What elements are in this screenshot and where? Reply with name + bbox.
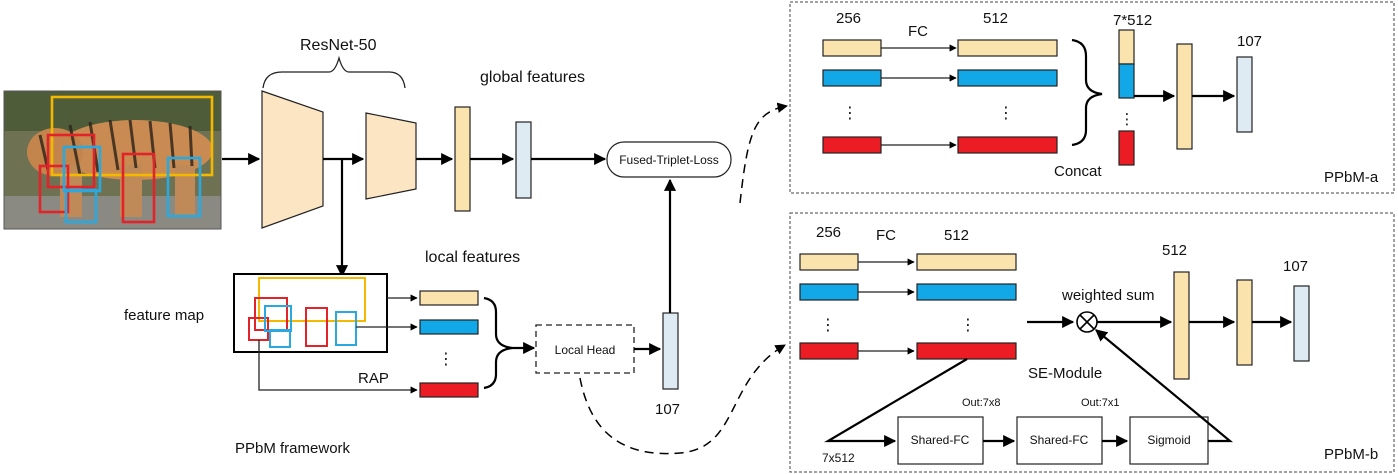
svg-text:⋮: ⋮ [842, 105, 858, 122]
ppbm-b-fc-label: FC [876, 227, 896, 244]
svg-text:Shared-FC: Shared-FC [1030, 433, 1089, 447]
ppbm-a-output-vector [1236, 56, 1253, 133]
ppbm-a-concat-label: Concat [1054, 163, 1102, 180]
fused-triplet-loss-label: Fused-Triplet-Loss [619, 153, 719, 167]
ppbm-b-output-vector [1293, 285, 1310, 362]
local-dim-label: 107 [655, 401, 680, 418]
ppbm-b-panel: 256 FC 512 ⋮ ⋮ weighted sum 512 107 SE-M… [789, 212, 1395, 473]
ppbm-b-dim-512-out: 512 [1162, 242, 1187, 259]
ppbm-a-dim-107: 107 [1237, 33, 1262, 50]
ppbm-b-name: PPbM-b [1324, 446, 1378, 463]
circled-times-icon [1076, 311, 1098, 333]
shared-fc-1-node [897, 416, 984, 465]
ppbm-a-concat-brace [1071, 38, 1103, 147]
resnet-stage-2 [365, 112, 417, 200]
local-head-label: Local Head [555, 343, 616, 357]
dashed-link-to-ppbm-a [739, 102, 789, 204]
ppbm-a-panel: 256 FC 512 7*512 107 ⋮ ⋮ Concat ⋮ PPbM-a [789, 1, 1395, 194]
global-feature-vector [454, 106, 471, 212]
svg-text:Shared-FC: Shared-FC [911, 433, 970, 447]
global-embedding-vector [515, 121, 532, 199]
weighted-sum-label: weighted sum [1061, 287, 1155, 304]
local-head-node [535, 324, 635, 374]
framework-caption: PPbM framework [235, 440, 351, 457]
ppbm-b-dim-256: 256 [816, 224, 841, 241]
sigmoid-node [1129, 416, 1209, 465]
shared-fc-1-out: Out:7x8 [962, 397, 1001, 409]
svg-text:⋮: ⋮ [960, 317, 976, 334]
global-features-label: global features [480, 69, 585, 86]
local-part-red [419, 382, 479, 398]
local-part-yellow [419, 290, 479, 306]
ppbm-a-fc-label: FC [908, 23, 928, 40]
resnet-stage-1 [261, 90, 324, 229]
svg-text:⋮: ⋮ [998, 105, 1014, 122]
ppbm-b-dim-107: 107 [1283, 258, 1308, 275]
ppbm-b-fc-vector-2 [1236, 279, 1253, 366]
ppbm-b-fc-vector-1 [1173, 271, 1190, 380]
ppbm-a-dim-512: 512 [983, 10, 1008, 27]
svg-text:⋮: ⋮ [820, 317, 836, 334]
backbone-label: ResNet-50 [300, 37, 377, 54]
tiger-photo [3, 90, 222, 230]
local-embedding-vector [662, 312, 679, 390]
se-input-dim: 7x512 [822, 451, 855, 465]
se-module-label: SE-Module [1028, 365, 1102, 382]
rap-label: RAP [358, 370, 389, 387]
ppbm-a-dim-256: 256 [836, 10, 861, 27]
backbone-brace [262, 55, 406, 89]
shared-fc-2-node [1016, 416, 1103, 465]
ppbm-a-dim-concat: 7*512 [1113, 12, 1152, 29]
local-parts-brace [483, 296, 513, 390]
feature-map-label: feature map [124, 307, 204, 324]
ppbm-b-dim-512: 512 [944, 227, 969, 244]
svg-text:Sigmoid: Sigmoid [1147, 433, 1190, 447]
local-features-label: local features [425, 249, 520, 266]
svg-text:⋮: ⋮ [1120, 111, 1135, 128]
dashed-link-to-ppbm-b [579, 344, 786, 455]
local-part-blue [419, 319, 479, 335]
local-parts-ellipsis: ⋮ [438, 351, 454, 368]
ppbm-a-name: PPbM-a [1324, 169, 1379, 186]
ppbm-a-fc-vector [1176, 43, 1193, 150]
shared-fc-2-out: Out:7x1 [1081, 397, 1120, 409]
fused-triplet-loss-node [606, 141, 732, 178]
